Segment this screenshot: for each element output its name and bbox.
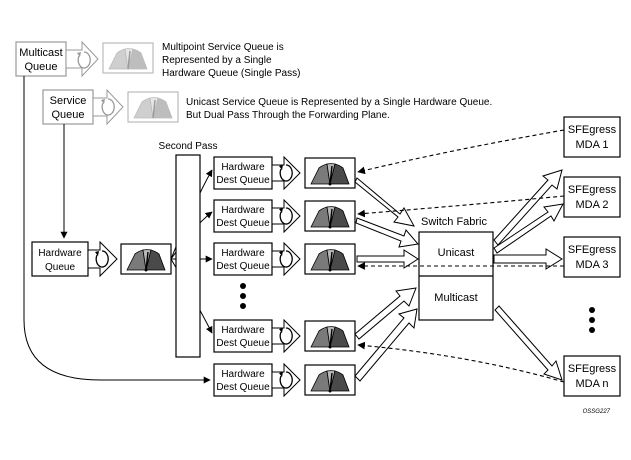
egress-mda-3-label-1: SFEgress (568, 244, 617, 256)
dest-5-block-arrow (271, 362, 301, 398)
multicast-gauge-icon (102, 42, 154, 74)
multipoint-note-line-3: Hardware Queue (Single Pass) (162, 68, 300, 79)
multipoint-note-line-2: Represented by a Single (162, 55, 272, 66)
dest-queue-4-label-2: Dest Queue (216, 338, 270, 349)
egress-mda-3: SFEgress MDA 3 (563, 236, 621, 278)
hardware-block-arrow (87, 240, 118, 278)
dest-2-block-arrow (271, 198, 301, 234)
dest-2-gauge-icon (304, 200, 356, 232)
backpressure-arrows (357, 129, 565, 383)
hardware-queue-label-1: Hardware (38, 248, 82, 259)
egress-mda-n-label-1: SFEgress (568, 363, 617, 375)
egress-mda-ellipsis (589, 307, 595, 333)
dest-queue-3-label-1: Hardware (221, 248, 265, 259)
dest-3-block-arrow (271, 241, 301, 277)
egress-mda-3-label-2: MDA 3 (575, 259, 608, 271)
fabric-to-mda-arrows (493, 169, 564, 381)
dest-1-gauge-icon (304, 157, 356, 189)
unicast-note: Unicast Service Queue is Represented by … (186, 97, 492, 121)
egress-mda-n: SFEgress MDA n (563, 355, 621, 397)
switch-fabric-title: Switch Fabric (421, 216, 488, 228)
dest-queue-2-label-1: Hardware (221, 205, 265, 216)
dest-queue-3: Hardware Dest Queue (213, 242, 273, 276)
dest-3-gauge-icon (304, 243, 356, 275)
second-pass-label: Second Pass (159, 141, 218, 152)
service-block-arrow (92, 88, 124, 126)
dest-1-block-arrow (271, 155, 301, 191)
dest-queue-2: Hardware Dest Queue (213, 199, 273, 233)
multipoint-note-line-1: Multipoint Service Queue is (162, 42, 284, 53)
multicast-queue-label-1: Multicast (19, 47, 62, 59)
multicast-queue-label-2: Queue (24, 61, 57, 73)
dest-queue-1-label-2: Dest Queue (216, 175, 270, 186)
service-queue-label-1: Service (50, 95, 87, 107)
dest-queue-3-label-2: Dest Queue (216, 261, 270, 272)
multicast-block-arrow (65, 40, 99, 78)
unicast-note-line-2: But Dual Pass Through the Forwarding Pla… (186, 110, 390, 121)
hardware-queue-label-2: Queue (45, 262, 75, 273)
switch-fabric-unicast: Unicast (438, 247, 475, 259)
egress-mda-n-label-2: MDA n (575, 378, 608, 390)
multicast-path-line (23, 76, 211, 384)
service-queue-label-2: Queue (51, 109, 84, 121)
dest-queue-4-label-1: Hardware (221, 325, 265, 336)
dest-queue-ellipsis (240, 283, 246, 309)
figure-id: OSSG227 (583, 409, 611, 415)
service-queue: Service Queue (42, 89, 94, 125)
dest-queue-1-label-1: Hardware (221, 162, 265, 173)
dest-5-gauge-icon (304, 364, 356, 396)
switch-fabric: Switch Fabric Unicast Multicast (418, 216, 494, 321)
multicast-queue: Multicast Queue (15, 41, 67, 77)
dest-queue-5: Hardware Dest Queue (213, 363, 273, 397)
egress-mda-1-label-2: MDA 1 (575, 139, 608, 151)
dest-4-block-arrow (271, 318, 301, 354)
dest-queue-4: Hardware Dest Queue (213, 319, 273, 353)
service-gauge-icon (127, 91, 179, 123)
egress-mda-2: SFEgress MDA 2 (563, 176, 621, 218)
egress-mda-2-label-1: SFEgress (568, 184, 617, 196)
egress-mda-2-label-2: MDA 2 (575, 199, 608, 211)
multipoint-note: Multipoint Service Queue is Represented … (162, 42, 300, 79)
egress-mda-1-label-1: SFEgress (568, 124, 617, 136)
dest-queue-5-label-1: Hardware (221, 369, 265, 380)
dest-queue-1: Hardware Dest Queue (213, 156, 273, 190)
egress-mda-1: SFEgress MDA 1 (563, 116, 621, 158)
dest-4-gauge-icon (304, 320, 356, 352)
hardware-gauge-icon (120, 243, 172, 275)
switch-fabric-multicast: Multicast (434, 292, 477, 304)
dest-queue-2-label-2: Dest Queue (216, 218, 270, 229)
hardware-queue: Hardware Queue (31, 241, 89, 277)
second-pass: Second Pass (159, 141, 218, 358)
gauge-to-fabric-arrows (354, 177, 419, 382)
dest-queue-5-label-2: Dest Queue (216, 382, 270, 393)
unicast-note-line-1: Unicast Service Queue is Represented by … (186, 97, 492, 108)
second-pass-box (175, 154, 201, 358)
